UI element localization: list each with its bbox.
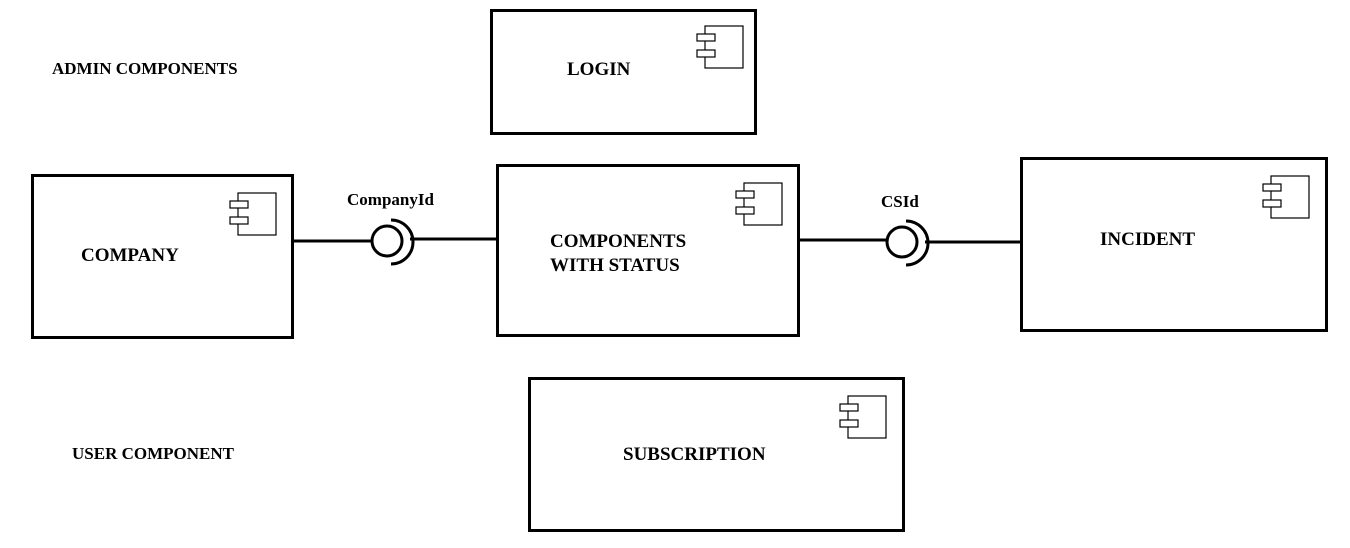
admin-components-label: ADMIN COMPONENTS [52,59,238,78]
login-title: LOGIN [567,59,631,80]
uml-component-icon [1262,175,1310,219]
company-title: COMPANY [81,245,179,266]
companyid-interface-label: CompanyId [347,190,434,209]
incident-title: INCIDENT [1100,229,1196,250]
components-with-status-title-line1: COMPONENTS [550,231,687,252]
login-component[interactable]: LOGIN [490,9,757,135]
csid-interface-label: CSId [881,192,919,211]
components-with-status-title-line2: WITH STATUS [550,255,680,276]
socket-icon [390,218,415,266]
user-component-label: USER COMPONENT [72,444,234,463]
incident-component[interactable]: INCIDENT [1020,157,1328,332]
subscription-component[interactable]: SUBSCRIPTION [528,377,905,532]
lollipop-icon [370,224,404,258]
uml-component-icon [696,25,744,69]
subscription-title: SUBSCRIPTION [623,444,766,465]
uml-component-icon [735,182,783,226]
uml-component-icon [229,192,277,236]
lollipop-icon [885,225,919,259]
uml-component-icon [839,395,887,439]
components-with-status-component[interactable]: COMPONENTS WITH STATUS [496,164,800,337]
company-component[interactable]: COMPANY [31,174,294,339]
